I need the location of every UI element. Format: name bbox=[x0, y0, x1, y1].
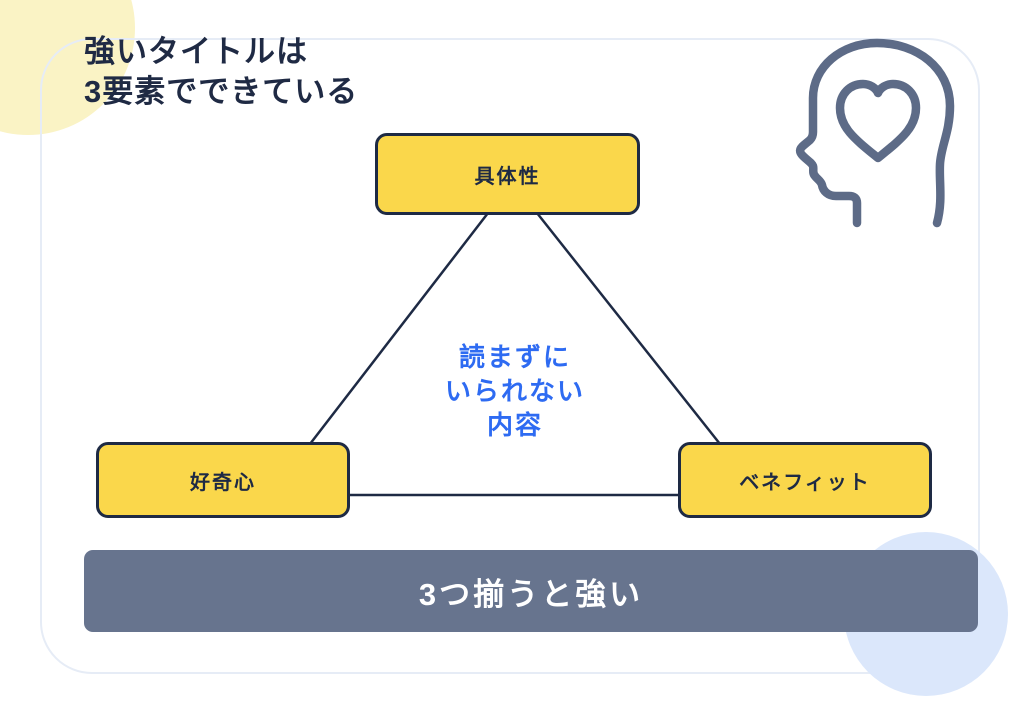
node-benefit: ベネフィット bbox=[678, 442, 932, 518]
slide-title-line1: 強いタイトルは bbox=[84, 34, 308, 69]
center-text-line1: 読まずに bbox=[458, 342, 571, 372]
slide-card-frame bbox=[40, 38, 980, 674]
slide-title: 強いタイトルは 3要素でできている bbox=[84, 32, 604, 113]
node-concreteness-label: 具体性 bbox=[474, 165, 541, 188]
triangle-center-text: 読まずに いられない 内容 bbox=[385, 341, 645, 442]
heart-icon bbox=[835, 79, 921, 163]
conclusion-bar-label: 3つ揃うと強い bbox=[418, 576, 644, 612]
node-curiosity: 好奇心 bbox=[96, 442, 350, 518]
head-heart-icon bbox=[795, 38, 955, 228]
node-benefit-label: ベネフィット bbox=[739, 471, 871, 494]
conclusion-bar: 3つ揃うと強い bbox=[84, 550, 978, 632]
node-concreteness: 具体性 bbox=[375, 133, 640, 215]
head-profile-outline bbox=[795, 38, 955, 228]
center-text-line3: 内容 bbox=[486, 409, 543, 440]
node-curiosity-label: 好奇心 bbox=[190, 471, 256, 494]
slide-title-line2: 3要素でできている bbox=[84, 74, 359, 110]
center-text-line2: いられない bbox=[444, 375, 585, 406]
